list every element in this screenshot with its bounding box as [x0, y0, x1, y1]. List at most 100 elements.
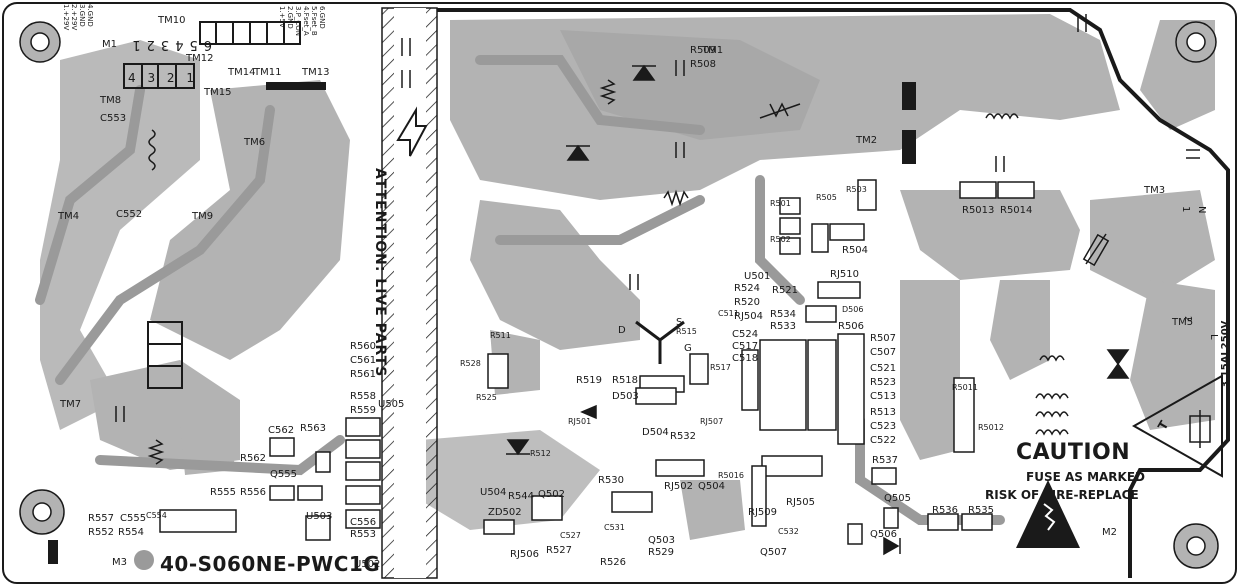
label-d503: D503: [612, 391, 639, 402]
label-q504: Q504: [698, 481, 725, 492]
label-tm9: TM9: [192, 211, 214, 222]
label-u504: U504: [480, 487, 507, 498]
label-u503: U503: [306, 511, 333, 522]
connectors: [123, 21, 301, 389]
label-r555: R555: [210, 487, 237, 498]
label-r521: R521: [772, 285, 799, 296]
label-c521: C521: [870, 363, 897, 374]
label-c527: C527: [560, 531, 581, 540]
label-r519: R519: [576, 375, 603, 386]
label-u501: U501: [744, 271, 771, 282]
fuse-rating: 3.15AL250V: [1220, 320, 1231, 388]
caution-line-1: FUSE AS MARKED: [1026, 470, 1145, 484]
transformer-cores: [902, 82, 916, 164]
label-d504: D504: [642, 427, 669, 438]
label-c518: C518: [732, 353, 759, 364]
diode-symbols: [506, 64, 1130, 556]
label-rj506: RJ506: [510, 549, 539, 560]
lightning-icon: [396, 106, 428, 157]
label-r509: R509: [690, 45, 717, 56]
label-r552: R552: [88, 527, 115, 538]
label-m3: M3: [112, 557, 127, 568]
label-zd502: ZD502: [488, 507, 522, 518]
label-m1: M1: [102, 39, 117, 50]
label-r557: R557: [88, 513, 115, 524]
label-r561: R561: [350, 369, 377, 380]
label-tm11: TM11: [254, 67, 282, 78]
label-q555: Q555: [270, 469, 297, 480]
capacitor-symbols: [115, 14, 1200, 422]
label-mains-n: N: [1196, 206, 1207, 214]
label-c532: C532: [778, 527, 799, 536]
label-mains-l: L: [1208, 334, 1219, 340]
label-q502: Q502: [538, 489, 565, 500]
label-rj510: RJ510: [830, 269, 859, 280]
label-r524: R524: [734, 283, 761, 294]
label-r537: R537: [872, 455, 899, 466]
label-r544: R544: [508, 491, 535, 502]
label-r535: R535: [968, 505, 995, 516]
label-tm15: TM15: [204, 87, 232, 98]
label-q506: Q506: [870, 529, 897, 540]
label-rj502: RJ502: [664, 481, 693, 492]
label-r530: R530: [598, 475, 625, 486]
label-r518: R518: [612, 375, 639, 386]
label-r508: R508: [690, 59, 717, 70]
label-rj501: RJ501: [568, 417, 592, 426]
label-tm1: TM1: [702, 45, 724, 56]
label-c555: C555: [120, 513, 147, 524]
label-c511: C511: [718, 309, 739, 318]
tm8-pin-numbers: 4 3 2 1: [128, 71, 198, 85]
label-mosfet-d: D: [618, 325, 626, 336]
label-r563: R563: [300, 423, 327, 434]
label-r506: R506: [838, 321, 865, 332]
label-tm13: TM13: [302, 67, 330, 78]
label-r526: R526: [600, 557, 627, 568]
label-r553: R553: [350, 529, 377, 540]
label-tm5: TM5: [1172, 317, 1194, 328]
esd-warning-icon: [1016, 480, 1080, 548]
label-c513: C513: [870, 391, 897, 402]
label-c531: C531: [604, 523, 625, 532]
label-rj507: RJ507: [700, 417, 724, 426]
label-c517: C517: [732, 341, 759, 352]
label-r528: R528: [460, 359, 481, 368]
label-r523: R523: [870, 377, 897, 388]
connector-left-pin-labels: 4.GND 3.GND 2.+29V 1.+29V: [62, 4, 94, 31]
label-m2: M2: [1102, 527, 1117, 538]
label-r560: R560: [350, 341, 377, 352]
label-tm14: TM14: [228, 67, 256, 78]
label-mosfet-s: S: [676, 317, 683, 328]
label-r534: R534: [770, 309, 797, 320]
resistor-symbols: [147, 79, 689, 465]
label-r5013: R5013: [962, 205, 995, 216]
label-c524: C524: [732, 329, 759, 340]
label-r533: R533: [770, 321, 797, 332]
label-r525: R525: [476, 393, 497, 402]
label-r505: R505: [816, 193, 837, 202]
label-tm10: TM10: [158, 15, 186, 26]
label-r501: R501: [770, 199, 791, 208]
label-r554: R554: [118, 527, 145, 538]
board-part-number: 40-S060NE-PWC1G: [160, 552, 381, 576]
label-tm7: TM7: [60, 399, 82, 410]
smd-pads: [159, 179, 1035, 545]
label-c522: C522: [870, 435, 897, 446]
label-d506: D506: [842, 305, 864, 314]
bridge-symbol: [759, 102, 1110, 267]
label-q507: Q507: [760, 547, 787, 558]
label-c507: C507: [870, 347, 897, 358]
label-tm6: TM6: [244, 137, 266, 148]
label-r558: R558: [350, 391, 377, 402]
label-r515: R515: [676, 327, 697, 336]
label-q503: Q503: [648, 535, 675, 546]
label-tm3-pin-1: 1: [1180, 206, 1191, 213]
label-tm4: TM4: [58, 211, 80, 222]
tm13-jumper: [266, 82, 326, 90]
label-c556: C556: [350, 517, 377, 528]
label-u502: U502: [354, 559, 381, 570]
mounting-holes: [19, 21, 1219, 570]
